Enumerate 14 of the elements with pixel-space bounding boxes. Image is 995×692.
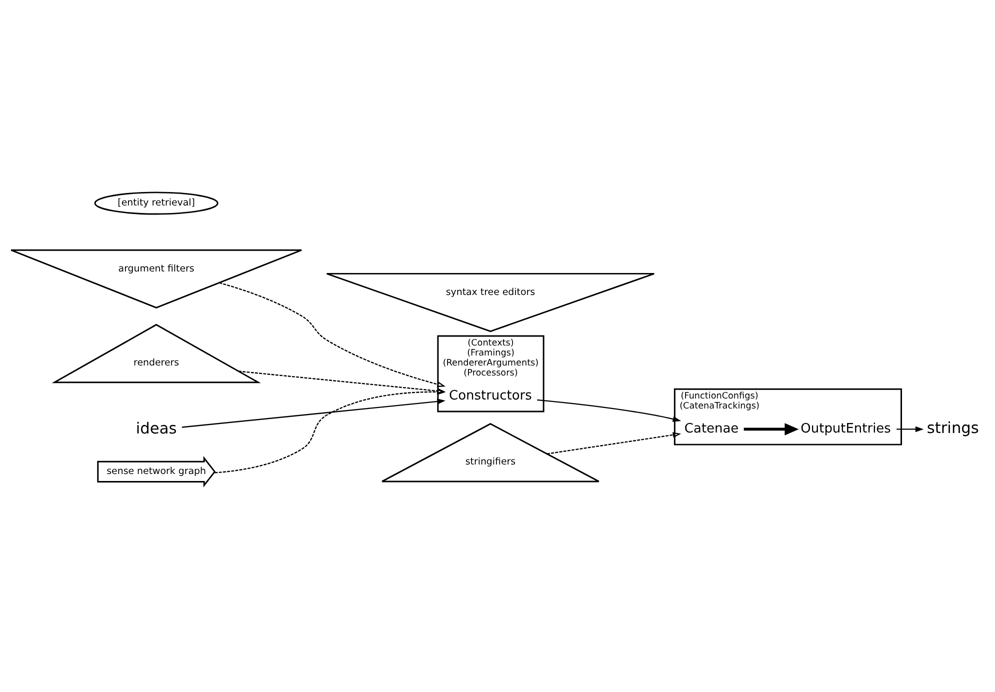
node-text: Catenae bbox=[684, 421, 739, 436]
node-text: strings bbox=[926, 418, 979, 436]
node-text: OutputEntries bbox=[800, 421, 891, 436]
node-text: ideas bbox=[136, 419, 177, 438]
arrow bbox=[744, 422, 799, 435]
node-text: Constructors bbox=[449, 388, 532, 403]
arrow bbox=[214, 388, 446, 473]
arrow bbox=[182, 398, 446, 428]
node-ellipse: [entity retrieval] bbox=[94, 191, 218, 214]
arrow bbox=[238, 370, 446, 394]
arrow bbox=[219, 282, 446, 387]
arrow bbox=[537, 398, 682, 422]
arrow bbox=[547, 432, 682, 454]
arrow bbox=[896, 426, 924, 432]
